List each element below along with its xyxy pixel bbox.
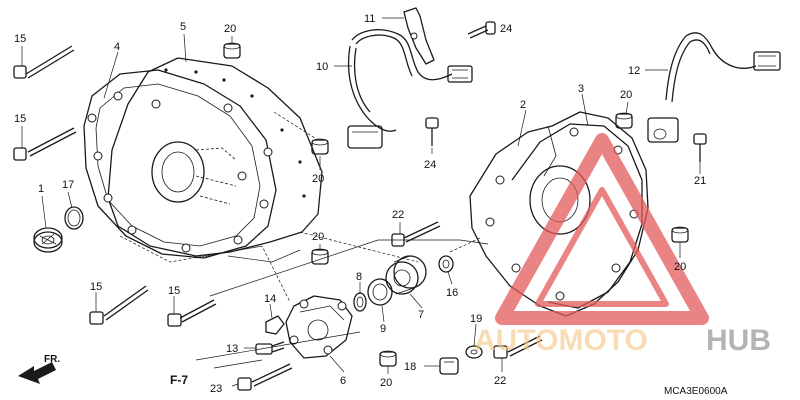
fitting-13-part: [255, 341, 285, 355]
callout-22-a: 22: [392, 209, 404, 221]
leader-lines: [21, 17, 701, 387]
bolt-23: [237, 363, 293, 391]
bolt-15-low-left: [89, 285, 149, 325]
rear-sensor-part: [647, 32, 781, 143]
callout-21: 21: [694, 175, 706, 187]
figure-reference: F-7: [170, 373, 188, 387]
callout-3: 3: [578, 83, 584, 95]
callout-23: 23: [210, 383, 222, 395]
bolt-22-upper: [391, 221, 441, 247]
front-direction-label: FR.: [44, 354, 60, 365]
callout-15-a: 15: [14, 33, 26, 45]
bolt-22-lower: [493, 335, 543, 359]
callout-19: 19: [470, 313, 482, 325]
bolt-21: [693, 133, 707, 162]
dowel-pin-20-f: [379, 350, 397, 367]
callout-20-c: 20: [312, 231, 324, 243]
bolt-24-b: [425, 117, 439, 146]
callout-13: 13: [226, 343, 238, 355]
callout-20-b: 20: [312, 173, 324, 185]
callout-11: 11: [364, 13, 375, 25]
callout-4: 4: [114, 41, 120, 53]
callout-1: 1: [38, 183, 44, 195]
callout-20-d: 20: [620, 89, 632, 101]
callout-15-b: 15: [14, 113, 26, 125]
callout-22-b: 22: [494, 375, 506, 387]
callout-7: 7: [418, 309, 424, 321]
callout-labels: 1 2 3 4 5 6 7 8 9 10 11 12 13 14 15 15 1…: [14, 13, 706, 395]
diagram-code: MCA3E0600A: [664, 386, 728, 397]
cap-part: [33, 227, 63, 253]
dowel-pin-20-b: [311, 138, 329, 155]
bolt-15-top: [13, 45, 75, 79]
callout-9: 9: [380, 323, 386, 335]
front-direction-arrow: FR.: [18, 354, 60, 384]
callout-20-f: 20: [380, 377, 392, 389]
dowel-pin-20-d: [615, 112, 633, 129]
callout-17: 17: [62, 179, 74, 191]
fitting-14-part: [265, 315, 285, 335]
callout-12: 12: [628, 65, 640, 77]
callout-20-a: 20: [224, 23, 236, 35]
callout-20-e: 20: [674, 261, 686, 273]
sensor-harness-part: [347, 29, 473, 149]
pump-body-part: [285, 295, 353, 359]
callout-15-d: 15: [168, 285, 180, 297]
bolt-15-mid: [13, 127, 77, 161]
bolt-24-a: [467, 21, 496, 39]
dowel-pin-20-e: [671, 226, 689, 243]
bolt-15-low-center: [167, 299, 217, 327]
rear-cover-part: [469, 111, 649, 317]
callout-8: 8: [356, 271, 362, 283]
bearing-part: [385, 255, 427, 295]
seal-9-part: [367, 278, 393, 306]
callout-24-a: 24: [500, 23, 512, 35]
bracket-part: [403, 7, 435, 65]
callout-2: 2: [520, 99, 526, 111]
callout-14: 14: [264, 293, 276, 305]
washer-16-part: [438, 255, 454, 273]
dowel-pin-20-a: [223, 42, 241, 59]
dowel-pin-20-c: [311, 248, 329, 265]
callout-10: 10: [316, 61, 328, 73]
watermark: AUTOMOTO HUB: [474, 133, 771, 357]
plug-18-part: [439, 357, 459, 375]
front-cover-part: [83, 57, 323, 259]
callout-6: 6: [340, 375, 346, 387]
ring-8-part: [353, 292, 367, 312]
callout-18: 18: [404, 361, 416, 373]
o-ring-part: [64, 206, 84, 230]
callout-15-c: 15: [90, 281, 102, 293]
watermark-text-b: HUB: [706, 324, 771, 357]
callout-24-b: 24: [424, 159, 436, 171]
callout-5: 5: [180, 21, 186, 33]
callout-16: 16: [446, 287, 458, 299]
watermark-text-a: AUTOMOTO: [474, 324, 648, 357]
